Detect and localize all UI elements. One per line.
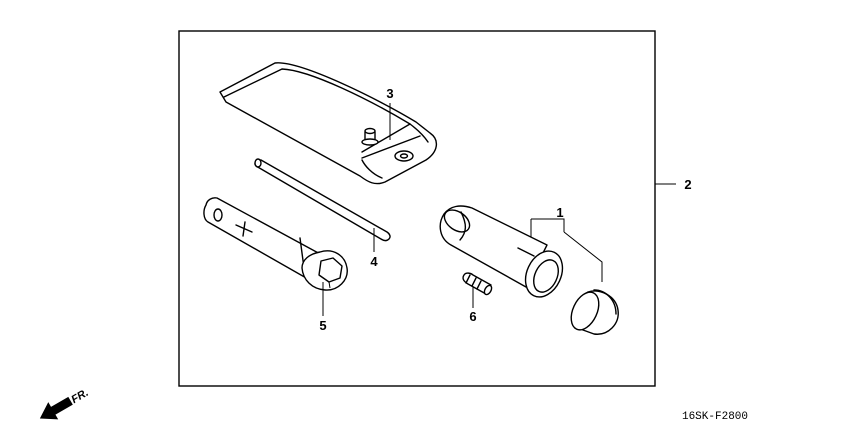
front-direction-label: FR. bbox=[69, 387, 90, 406]
plug-wrench[interactable] bbox=[203, 197, 348, 291]
handle-bar[interactable] bbox=[254, 158, 391, 242]
callout-5: 5 bbox=[319, 318, 326, 333]
callout-2: 2 bbox=[684, 177, 691, 192]
tool-tube[interactable] bbox=[439, 205, 619, 335]
front-direction-arrow: FR. bbox=[39, 387, 91, 420]
callout-6: 6 bbox=[469, 309, 476, 324]
callout-3: 3 bbox=[386, 86, 393, 101]
kit-frame bbox=[178, 30, 656, 387]
tool-bag[interactable] bbox=[219, 62, 437, 185]
callout-4: 4 bbox=[370, 254, 378, 269]
leader-lines bbox=[322, 103, 676, 316]
pin[interactable] bbox=[462, 272, 493, 296]
callout-1: 1 bbox=[556, 205, 563, 220]
diagram-code: 16SK-F2800 bbox=[682, 411, 748, 423]
